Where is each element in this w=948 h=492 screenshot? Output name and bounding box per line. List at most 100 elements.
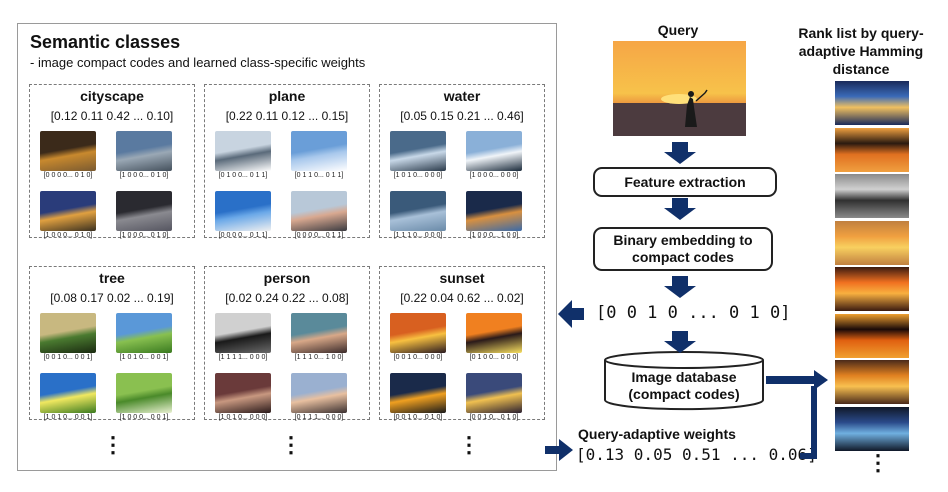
- panel-subtitle: - image compact codes and learned class-…: [30, 55, 366, 70]
- more-classes-ellipsis: ⋮: [280, 432, 302, 457]
- class-name: tree: [99, 270, 125, 286]
- class-box-person: person [0.02 0.24 0.22 ... 0.08] [1 1 1 1.…: [204, 266, 370, 421]
- class-box-cityscape: cityscape [0.12 0.11 0.42 ... 0.10] [0 0 0…: [29, 84, 195, 239]
- adaptive-weights-label: Query-adaptive weights: [578, 426, 736, 442]
- image-code: [1 0 0 0... 0 0 0]: [469, 172, 519, 179]
- image-code: [1 0 1 0... 0 0 1]: [43, 414, 93, 421]
- image-code: [0 0 1 0... 0 1 0]: [393, 414, 443, 421]
- class-name: person: [263, 270, 311, 286]
- database-to-rank-arrow: [766, 370, 828, 390]
- query-label: Query: [657, 22, 699, 38]
- class-thumbnail: [116, 313, 172, 353]
- class-thumbnail: [390, 131, 446, 171]
- image-database-label: Image database (compact codes): [628, 369, 740, 402]
- adaptive-weights-value: [0.13 0.05 0.51 ... 0.06]: [576, 445, 817, 464]
- class-thumbnail: [116, 373, 172, 413]
- class-thumbnail: [390, 313, 446, 353]
- class-thumbnail: [291, 191, 347, 231]
- more-classes-ellipsis: ⋮: [102, 432, 124, 457]
- feature-extraction-box: Feature extraction: [593, 167, 777, 197]
- down-arrow: [664, 276, 696, 298]
- class-box-sunset: sunset [0.22 0.04 0.62 ... 0.02] [0 0 1 0.…: [379, 266, 545, 421]
- image-code: [0 1 1 0... 0 1 1]: [294, 172, 344, 179]
- binary-embedding-box: Binary embedding to compact codes: [593, 227, 773, 271]
- rank-list-ellipsis: ⋮: [867, 450, 889, 475]
- class-thumbnail: [116, 191, 172, 231]
- query-image: [613, 41, 746, 136]
- class-weights: [0.02 0.24 0.22 ... 0.08]: [225, 291, 349, 305]
- image-code: [0 0 1 0... 0 0 0]: [393, 354, 443, 361]
- class-box-water: water [0.05 0.15 0.21 ... 0.46] [1 0 1 0..…: [379, 84, 545, 239]
- class-weights: [0.12 0.11 0.42 ... 0.10]: [50, 109, 174, 123]
- class-name: sunset: [439, 270, 485, 286]
- class-thumbnail: [116, 131, 172, 171]
- image-code: [0 0 0 0... 0 1 1]: [218, 232, 268, 239]
- class-weights: [0.05 0.15 0.21 ... 0.46]: [400, 109, 524, 123]
- panel-title: Semantic classes: [30, 32, 181, 52]
- right-arrow: [545, 439, 573, 461]
- class-thumbnail: [466, 131, 522, 171]
- rank-list-title: Rank list by query-adaptive Hamming dist…: [798, 25, 924, 77]
- image-code: [1 0 0 0... 0 0 1]: [119, 414, 169, 421]
- ranked-result-image: [835, 81, 909, 125]
- image-code: [1 0 1 0... 0 0 1]: [119, 354, 169, 361]
- class-thumbnail: [390, 373, 446, 413]
- class-thumbnail: [291, 131, 347, 171]
- class-name: water: [443, 88, 481, 104]
- image-code: [0 1 1 1... 0 0 0]: [294, 414, 344, 421]
- ranked-result-image: [835, 267, 909, 311]
- class-thumbnail: [291, 313, 347, 353]
- image-code: [0 0 1 0... 0 0 1]: [43, 354, 93, 361]
- class-weights: [0.22 0.04 0.62 ... 0.02]: [400, 291, 524, 305]
- class-thumbnail: [215, 373, 271, 413]
- class-box-tree: tree [0.08 0.17 0.02 ... 0.19] [0 0 1 0...…: [29, 266, 195, 421]
- weights-to-rank-connector: [800, 386, 817, 459]
- class-box-plane: plane [0.22 0.11 0.12 ... 0.15] [0 1 0 0..…: [204, 84, 370, 239]
- image-code: [1 0 1 0... 0 0 0]: [393, 172, 443, 179]
- image-code: [0 1 0 0... 0 0 0]: [469, 354, 519, 361]
- class-thumbnail: [40, 373, 96, 413]
- ranked-result-image: [835, 406, 909, 451]
- class-thumbnail: [40, 191, 96, 231]
- image-code: [0 0 0 0... 0 1 1]: [294, 232, 344, 239]
- image-code: [1 0 0 0... 0 1 0]: [43, 232, 93, 239]
- image-code: [1 0 1 0... 0 0 0]: [218, 414, 268, 421]
- class-thumbnail: [291, 373, 347, 413]
- class-thumbnail: [40, 131, 96, 171]
- class-name: cityscape: [80, 88, 144, 104]
- ranked-result-image: [835, 127, 909, 172]
- class-thumbnail: [40, 313, 96, 353]
- ranked-result-image: [835, 360, 909, 404]
- image-code: [1 1 1 1... 0 0 0]: [218, 354, 268, 361]
- down-arrow: [664, 142, 696, 164]
- image-code: [1 0 0 0... 0 1 0]: [119, 172, 169, 179]
- down-arrow: [664, 198, 696, 220]
- left-arrow: [558, 300, 584, 328]
- semantic-classes-panel: Semantic classes - image compact codes a…: [17, 23, 557, 471]
- image-code: [1 0 0 0... 1 0 0]: [469, 232, 519, 239]
- ranked-result-image: [835, 313, 909, 358]
- class-thumbnail: [215, 191, 271, 231]
- image-database-cylinder: [604, 351, 764, 411]
- class-thumbnail: [215, 131, 271, 171]
- down-arrow: [664, 331, 696, 353]
- class-thumbnail: [466, 313, 522, 353]
- image-code: [0 1 0 0... 0 1 1]: [218, 172, 268, 179]
- class-thumbnail: [466, 373, 522, 413]
- image-code: [1 1 1 0... 0 0 0]: [393, 232, 443, 239]
- ranked-result-image: [835, 220, 909, 265]
- more-classes-ellipsis: ⋮: [458, 432, 480, 457]
- image-code: [0 0 1 0... 0 1 0]: [469, 414, 519, 421]
- image-code: [1 0 0 0... 0 1 0]: [119, 232, 169, 239]
- class-thumbnail: [466, 191, 522, 231]
- image-code: [0 0 0 0... 0 1 0]: [43, 172, 93, 179]
- ranked-result-image: [835, 174, 909, 218]
- image-code: [1 1 1 0... 1 0 0]: [294, 354, 344, 361]
- class-thumbnail: [390, 191, 446, 231]
- query-compact-code: [0 0 1 0 ... 0 1 0]: [596, 303, 791, 323]
- class-thumbnail: [215, 313, 271, 353]
- class-name: plane: [268, 88, 306, 104]
- class-weights: [0.22 0.11 0.12 ... 0.15]: [225, 109, 349, 123]
- class-weights: [0.08 0.17 0.02 ... 0.19]: [50, 291, 174, 305]
